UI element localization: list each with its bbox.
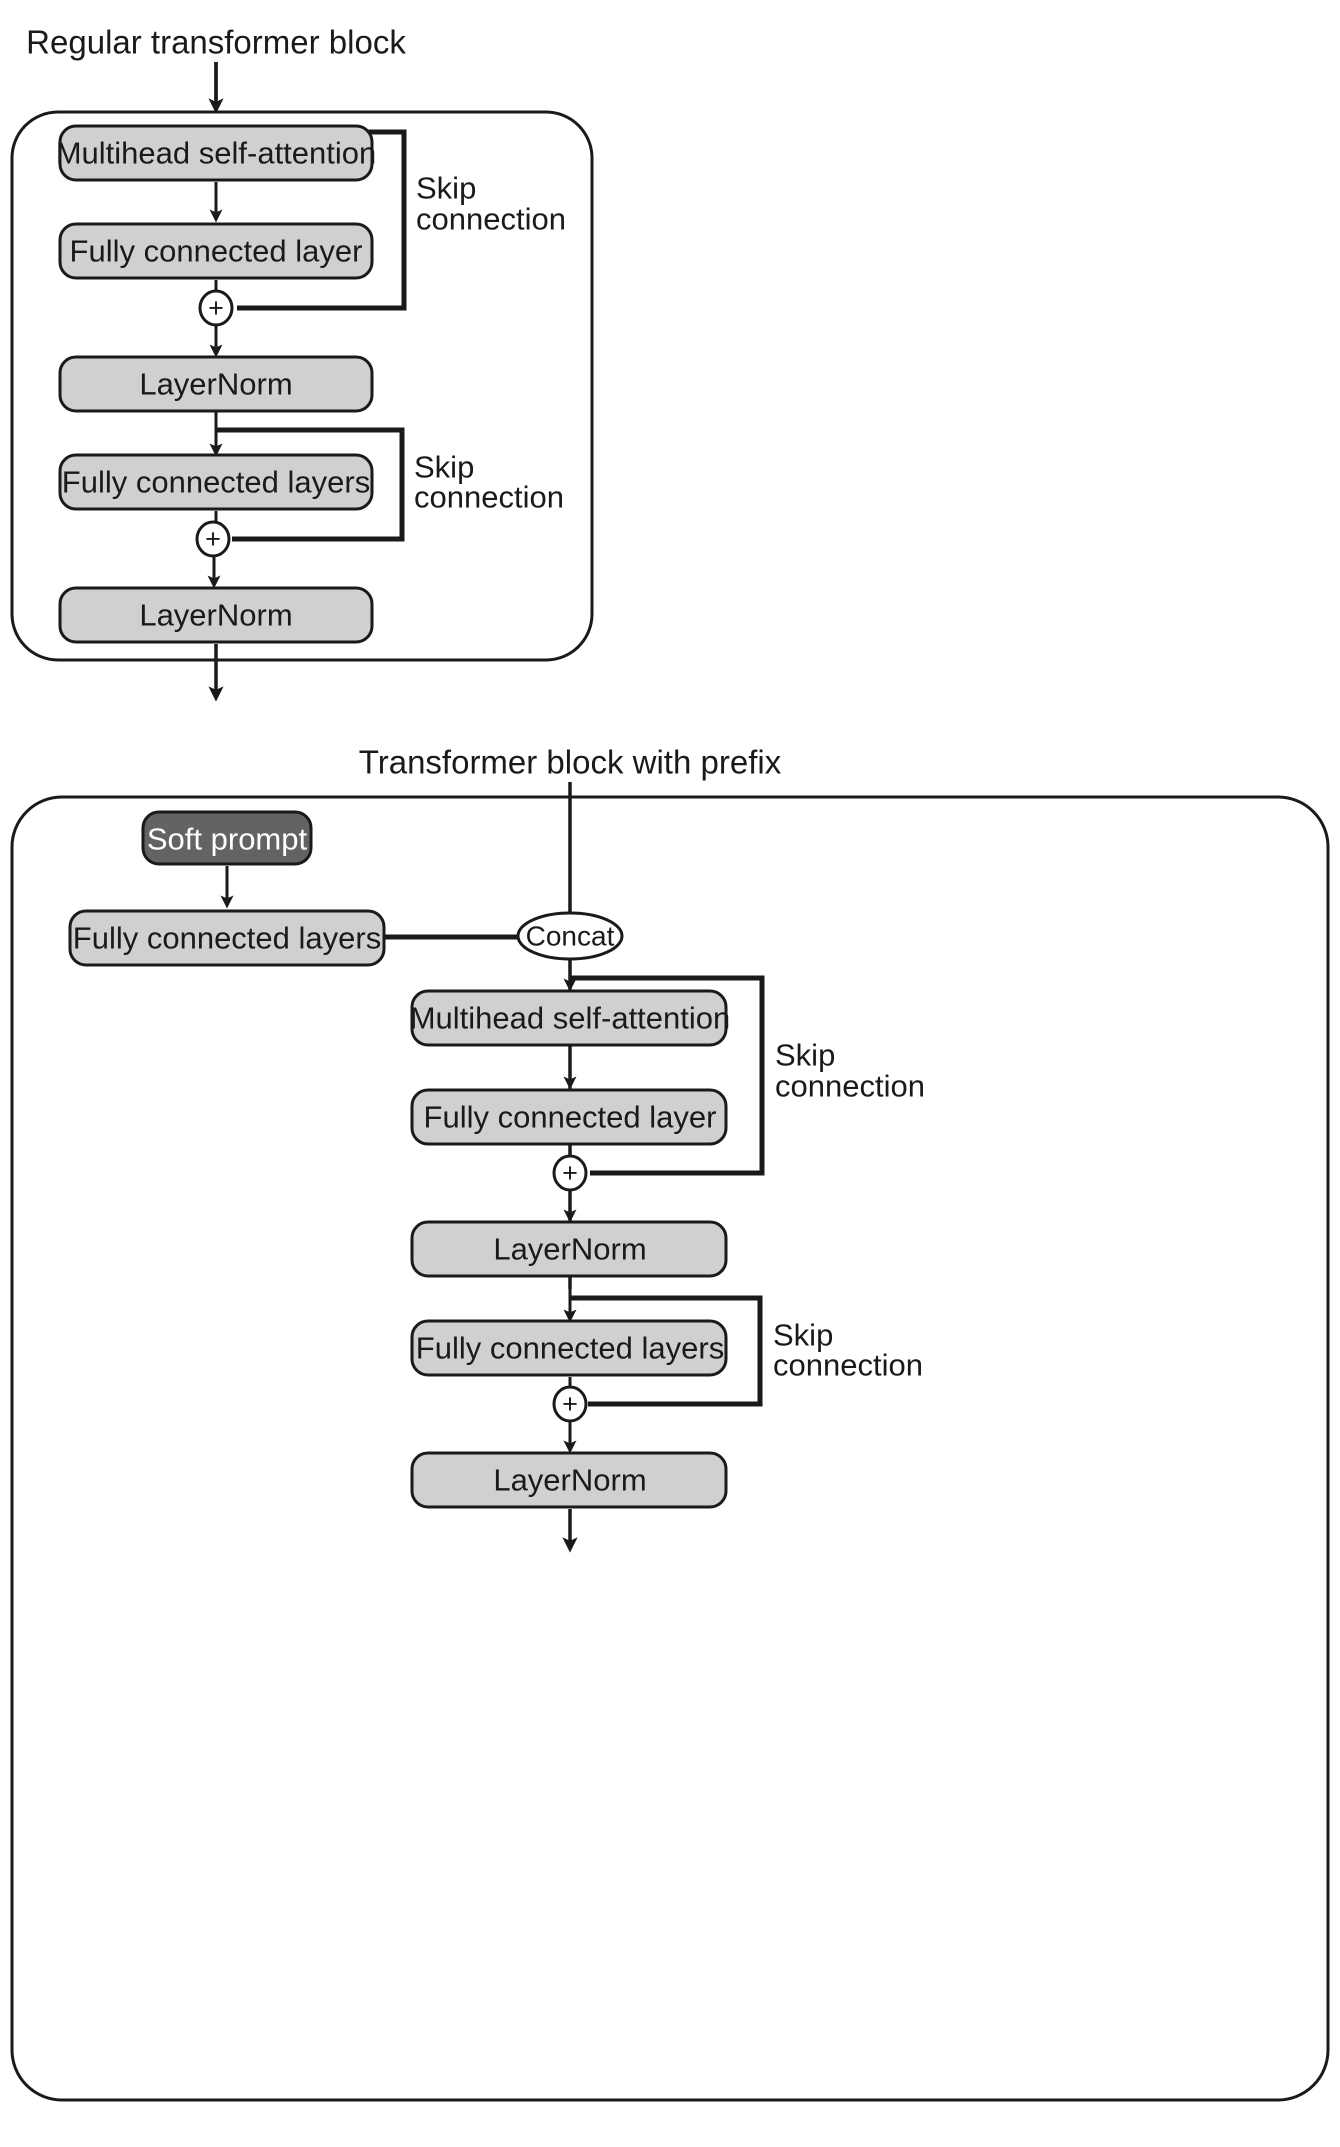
regular-block-container bbox=[10, 110, 594, 662]
box-layernorm-2: LayerNorm bbox=[58, 586, 374, 644]
box-rect-fc-layer bbox=[58, 222, 374, 280]
skip-2-line-1: Skip bbox=[414, 450, 474, 485]
box-prefix-fully-connected-layers: Fully connected layers bbox=[68, 909, 386, 967]
skip-connection-2-label: Skip connection bbox=[414, 450, 564, 515]
prefix-box-rect-fc-layers bbox=[410, 1319, 728, 1377]
node-concat: Concat bbox=[516, 911, 624, 961]
box-rect-fc-layers bbox=[58, 453, 374, 511]
panel-title-regular: Regular transformer block bbox=[26, 24, 406, 61]
prefix-box-label-layernorm-1: LayerNorm bbox=[493, 1232, 646, 1267]
prefix-block-container bbox=[10, 795, 1330, 2102]
skip-connection-1-label: Skip connection bbox=[416, 171, 566, 237]
skip-1-line-2: connection bbox=[416, 202, 566, 237]
box-soft-prompt: Soft prompt bbox=[141, 810, 313, 866]
concat-label: Concat bbox=[526, 921, 615, 952]
prefix-skip-connection-2-label: Skip connection bbox=[773, 1318, 923, 1383]
prefix-skip-connection-1-path bbox=[570, 975, 765, 1176]
prefix-box-rect-mhsa bbox=[410, 989, 728, 1047]
prefix-skip-connection-2-path bbox=[570, 1295, 763, 1407]
prefix-box-rect-layernorm-1 bbox=[410, 1220, 728, 1278]
box-fully-connected-layer: Fully connected layer bbox=[58, 222, 374, 280]
prefix-box-fully-connected-layer: Fully connected layer bbox=[410, 1088, 728, 1146]
box-label-prefix-fc-layers: Fully connected layers bbox=[73, 921, 381, 956]
prefix-adder-1-glyph: + bbox=[562, 1158, 578, 1188]
adder-1: + bbox=[198, 289, 234, 327]
prefix-adder-2-glyph: + bbox=[562, 1389, 578, 1419]
panel-transformer-block-with-prefix: Transformer block with prefix Soft promp… bbox=[10, 744, 1330, 2102]
skip-1-line-1: Skip bbox=[416, 171, 476, 206]
box-rect-soft-prompt bbox=[141, 810, 313, 866]
box-label-mhsa: Multihead self-attention bbox=[56, 136, 377, 171]
adder-2-glyph: + bbox=[205, 524, 221, 554]
panel-title-prefix: Transformer block with prefix bbox=[359, 744, 782, 781]
prefix-box-label-fc-layer: Fully connected layer bbox=[424, 1100, 717, 1135]
panel-regular-transformer-block: Regular transformer block Multihead self… bbox=[10, 24, 594, 702]
prefix-box-layernorm-2: LayerNorm bbox=[410, 1451, 728, 1509]
prefix-skip-connection-1-label: Skip connection bbox=[775, 1038, 925, 1104]
adder-1-glyph: + bbox=[208, 293, 224, 323]
adder-2: + bbox=[195, 520, 231, 558]
prefix-adder-2: + bbox=[552, 1385, 588, 1423]
box-label-soft-prompt: Soft prompt bbox=[147, 822, 308, 857]
box-multihead-self-attention: Multihead self-attention bbox=[56, 124, 377, 182]
prefix-box-label-mhsa: Multihead self-attention bbox=[410, 1001, 731, 1036]
box-label-fc-layer: Fully connected layer bbox=[70, 234, 363, 269]
prefix-skip-1-line-1: Skip bbox=[775, 1038, 835, 1073]
box-label-fc-layers: Fully connected layers bbox=[62, 465, 370, 500]
prefix-box-label-fc-layers: Fully connected layers bbox=[416, 1331, 724, 1366]
prefix-adder-1: + bbox=[552, 1154, 588, 1192]
prefix-skip-2-line-1: Skip bbox=[773, 1318, 833, 1353]
prefix-box-fully-connected-layers: Fully connected layers bbox=[410, 1319, 728, 1377]
box-label-layernorm-1: LayerNorm bbox=[139, 367, 292, 402]
prefix-box-rect-layernorm-2 bbox=[410, 1451, 728, 1509]
prefix-skip-1-line-2: connection bbox=[775, 1069, 925, 1104]
box-layernorm-1: LayerNorm bbox=[58, 355, 374, 413]
skip-2-line-2: connection bbox=[414, 480, 564, 515]
skip-connection-2-path bbox=[216, 427, 405, 542]
prefix-box-multihead-self-attention: Multihead self-attention bbox=[410, 989, 731, 1047]
box-fully-connected-layers: Fully connected layers bbox=[58, 453, 374, 511]
prefix-box-layernorm-1: LayerNorm bbox=[410, 1220, 728, 1278]
box-label-layernorm-2: LayerNorm bbox=[139, 598, 292, 633]
box-rect-mhsa bbox=[58, 124, 374, 182]
prefix-box-label-layernorm-2: LayerNorm bbox=[493, 1463, 646, 1498]
prefix-box-rect-fc-layer bbox=[410, 1088, 728, 1146]
box-rect-layernorm-2 bbox=[58, 586, 374, 644]
prefix-skip-2-line-2: connection bbox=[773, 1348, 923, 1383]
